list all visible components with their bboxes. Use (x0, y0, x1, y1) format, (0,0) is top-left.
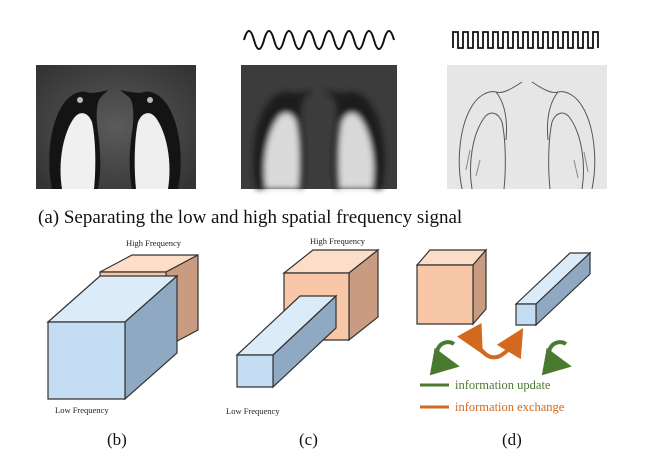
sine-wave-icon (243, 30, 395, 50)
panel-d: information update information exchange … (415, 248, 592, 449)
low-frequency-bar-front (515, 303, 537, 326)
low-frequency-bar-front (236, 354, 274, 388)
legend-exchange-text: information exchange (455, 400, 565, 414)
panel-c-label: (c) (299, 430, 318, 449)
panel-d-label: (d) (502, 430, 522, 449)
panel-b-low-label: Low Frequency (55, 405, 109, 415)
panel-c: High Frequency Low Frequency (c) (226, 236, 380, 449)
exchange-arc-icon (496, 327, 524, 360)
panel-b: High Frequency Low Frequency (b) (46, 238, 199, 449)
penguin-photo-original (36, 65, 196, 189)
square-wave-icon (452, 31, 599, 49)
high-frequency-cube-front (416, 264, 474, 325)
panel-a: (a) Separating the low and high spatial … (36, 30, 607, 228)
update-cycle-icon (429, 340, 460, 376)
penguin-photo-low-frequency (241, 65, 397, 189)
update-cycle-icon (541, 340, 572, 376)
penguin-photo-high-frequency (447, 65, 607, 190)
exchange-arc-icon (456, 322, 501, 360)
panel-c-low-label: Low Frequency (226, 406, 280, 416)
low-frequency-box-front (47, 321, 126, 400)
panel-c-high-label: High Frequency (310, 236, 366, 246)
panel-b-label: (b) (107, 430, 127, 449)
panel-b-high-label: High Frequency (126, 238, 182, 248)
legend: information update information exchange (420, 378, 565, 414)
legend-update-text: information update (455, 378, 551, 392)
panel-a-caption: (a) Separating the low and high spatial … (38, 207, 462, 228)
